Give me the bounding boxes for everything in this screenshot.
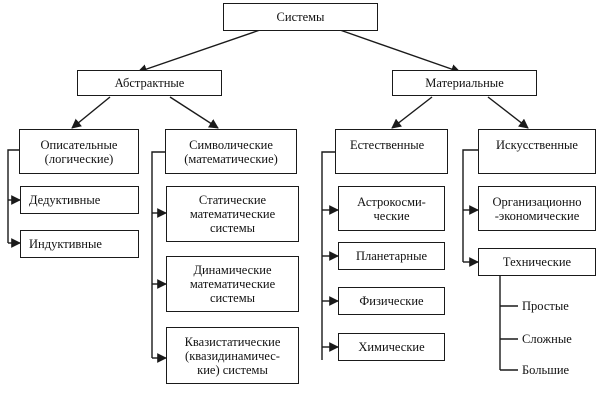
node-astro: Астрокосми- ческие <box>338 186 445 231</box>
edge-root-abstract <box>137 29 261 74</box>
node-static: Статические математические системы <box>166 186 299 242</box>
node-organizational: Организационно -экономические <box>478 186 596 231</box>
edge-abstract-descriptive <box>71 96 111 129</box>
bracket-artificial <box>462 149 478 262</box>
node-planetary: Планетарные <box>338 242 445 270</box>
node-quasistatic: Квазистатические (квазидинамичес- кие) с… <box>166 327 299 384</box>
bracket-symbolic <box>151 151 165 358</box>
bracket-descriptive <box>7 149 19 243</box>
edge-material-natural <box>391 96 433 129</box>
node-symbolic: Символические (математические) <box>165 129 297 174</box>
node-natural: Естественные <box>335 129 448 174</box>
leaf-large: Большие <box>522 363 570 377</box>
node-deductive: Дедуктивные <box>20 186 139 214</box>
node-artificial: Искусственные <box>478 129 596 174</box>
node-root: Системы <box>223 3 378 31</box>
bracket-natural <box>321 151 335 360</box>
edge-abstract-symbolic <box>169 96 219 129</box>
node-abstract: Абстрактные <box>77 70 222 96</box>
edge-material-artificial <box>487 96 529 129</box>
edge-root-material <box>339 29 461 74</box>
node-material: Материальные <box>392 70 537 96</box>
node-chemical: Химические <box>338 333 445 361</box>
leaf-complex: Сложные <box>522 332 572 346</box>
node-technical: Технические <box>478 248 596 276</box>
leaf-simple: Простые <box>522 299 569 313</box>
node-dynamic: Динамические математические системы <box>166 256 299 312</box>
node-inductive: Индуктивные <box>20 230 139 258</box>
node-descriptive: Описательные (логические) <box>19 129 139 174</box>
node-physical: Физические <box>338 287 445 315</box>
